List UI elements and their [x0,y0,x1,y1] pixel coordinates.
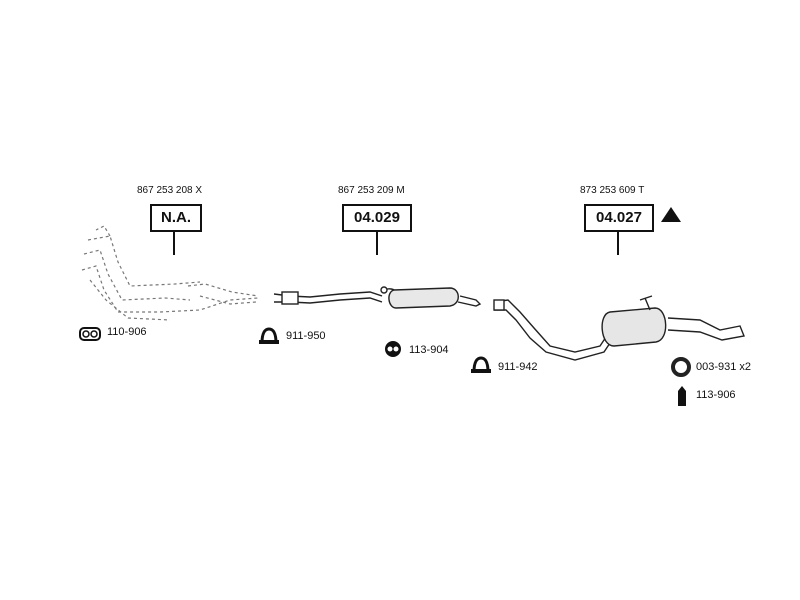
manifold-outline [81,225,259,321]
gasket-icon [79,327,101,341]
clamp-icon [259,327,279,344]
middle-silencer-drawing [273,286,482,309]
accessory-code[interactable]: 911-942 [498,361,538,373]
callout-line [173,230,175,255]
accessory-code[interactable]: 003-931 x2 [696,361,752,373]
clamp-icon [471,356,491,373]
rubber-mount-icon [385,341,401,357]
callout-line [376,230,378,255]
accessory-code[interactable]: 113-904 [409,344,449,356]
oem-number: 867 253 209 M [338,185,405,196]
warning-triangle-icon [661,207,681,222]
ring-icon [671,357,691,377]
rear-silencer-drawing [493,295,745,361]
accessory-code[interactable]: 113-906 [696,389,736,401]
part-number-box[interactable]: 04.027 [584,204,654,232]
accessory-code[interactable]: 911-950 [286,330,326,342]
part-number-box[interactable]: N.A. [150,204,202,232]
accessory-code[interactable]: 110-906 [107,326,147,338]
oem-number: 873 253 609 T [580,185,645,196]
callout-line [617,230,619,255]
hanger-icon [678,386,686,406]
part-number-box[interactable]: 04.029 [342,204,412,232]
oem-number: 867 253 208 X [137,185,203,196]
